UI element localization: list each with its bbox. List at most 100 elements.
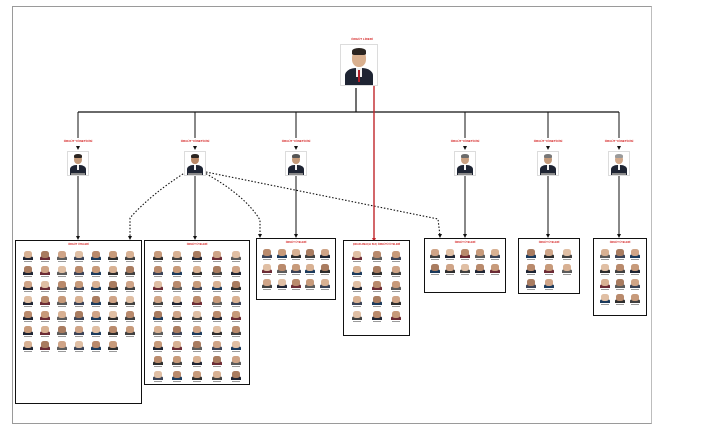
manager-portrait-3: [285, 151, 307, 176]
member-photo: [391, 266, 402, 277]
member-photo: [445, 264, 456, 275]
member-photo: [124, 266, 135, 277]
member-photo: [107, 296, 118, 307]
member-photo: [630, 294, 641, 305]
member-photo: [152, 251, 163, 262]
member-group-6: ÖRGÜT ÜYELERİ: [518, 238, 580, 294]
member-photo: [22, 311, 33, 322]
member-photo: [211, 266, 222, 277]
member-photo: [615, 294, 625, 305]
member-photo: [107, 251, 118, 262]
member-photo: [231, 281, 242, 292]
member-photo: [489, 264, 500, 275]
member-group-1: ÖRGÜT ÜYELERİ: [15, 240, 142, 404]
member-photo: [124, 326, 135, 337]
member-photo: [211, 356, 222, 367]
member-photo: [391, 281, 402, 292]
member-photo: [211, 326, 222, 337]
member-photo: [22, 341, 33, 352]
member-photo: [231, 251, 242, 262]
manager-portrait-2: [184, 151, 206, 176]
member-photo: [291, 279, 301, 290]
member-photo: [107, 281, 118, 292]
member-photo: [211, 251, 222, 262]
member-photo: [56, 266, 67, 277]
member-photo: [211, 296, 222, 307]
member-photo: [371, 311, 382, 322]
group-title-4: ÇIKAR AMAÇLI SUÇ ÖRGÜTÜ ÜYELERİ: [352, 243, 401, 246]
arrow-4: [463, 146, 467, 150]
member-photo: [630, 249, 641, 260]
member-photo: [430, 249, 441, 260]
member-photo: [599, 249, 610, 260]
member-photo: [152, 341, 163, 352]
member-photo: [172, 371, 183, 382]
member-photo: [391, 311, 402, 322]
arrow-1: [76, 146, 80, 150]
member-photo: [430, 264, 441, 275]
member-photo: [319, 264, 330, 275]
dotted-link-mid: [202, 171, 261, 236]
member-photo: [90, 326, 101, 337]
member-photo: [231, 266, 242, 277]
member-photo: [124, 251, 135, 262]
member-photo: [231, 326, 242, 337]
member-photo: [124, 296, 135, 307]
member-photo: [231, 311, 242, 322]
member-photo: [460, 249, 470, 260]
member-photo: [107, 311, 118, 322]
member-photo: [544, 264, 554, 275]
member-photo: [319, 249, 330, 260]
member-photo: [526, 264, 536, 275]
member-photo: [351, 311, 362, 322]
member-photo: [73, 341, 84, 352]
member-photo: [211, 281, 222, 292]
group-title-5: ÖRGÜT ÜYELERİ: [454, 241, 476, 244]
member-photo: [526, 249, 536, 260]
member-photo: [192, 296, 202, 307]
member-photo: [192, 311, 202, 322]
group-title-2: ÖRGÜT ÜYELERİ: [186, 243, 208, 246]
group-title-7: ÖRGÜT ÜYELERİ: [609, 241, 631, 244]
member-photo: [22, 281, 33, 292]
member-photo: [544, 249, 554, 260]
member-photo: [211, 341, 222, 352]
member-photo: [172, 266, 183, 277]
manager-portrait-4: [454, 151, 476, 176]
manager-portrait-6: [608, 151, 630, 176]
member-photo: [262, 264, 273, 275]
manager-title-6: ÖRGÜT YÖNETİCİSİ: [604, 139, 634, 143]
member-photo: [231, 356, 242, 367]
member-photo: [73, 281, 84, 292]
member-photo: [73, 326, 84, 337]
group-title-1: ÖRGÜT ÜYELERİ: [68, 243, 89, 246]
member-photo: [39, 311, 50, 322]
member-photo: [474, 249, 485, 260]
manager-portrait-5: [537, 151, 559, 176]
member-photo: [351, 296, 362, 307]
member-photo: [124, 311, 135, 322]
member-photo: [56, 311, 67, 322]
member-photo: [192, 266, 202, 277]
member-photo: [90, 296, 101, 307]
member-photo: [152, 296, 163, 307]
member-photo: [90, 341, 101, 352]
member-photo: [56, 281, 67, 292]
member-photo: [152, 326, 163, 337]
member-photo: [22, 296, 33, 307]
member-group-5: ÖRGÜT ÜYELERİ: [424, 238, 506, 293]
dotted-link-left: [129, 171, 187, 238]
member-photo: [526, 279, 536, 290]
member-photo: [39, 281, 50, 292]
member-group-3: ÖRGÜT ÜYELERİ: [256, 238, 336, 300]
member-photo: [192, 341, 202, 352]
group-title-6: ÖRGÜT ÜYELERİ: [538, 241, 560, 244]
member-photo: [152, 371, 163, 382]
member-photo: [319, 279, 330, 290]
member-photo: [391, 251, 402, 262]
member-photo: [107, 326, 118, 337]
member-photo: [460, 264, 470, 275]
member-photo: [371, 281, 382, 292]
member-photo: [544, 279, 554, 290]
arrow-6: [617, 146, 621, 150]
